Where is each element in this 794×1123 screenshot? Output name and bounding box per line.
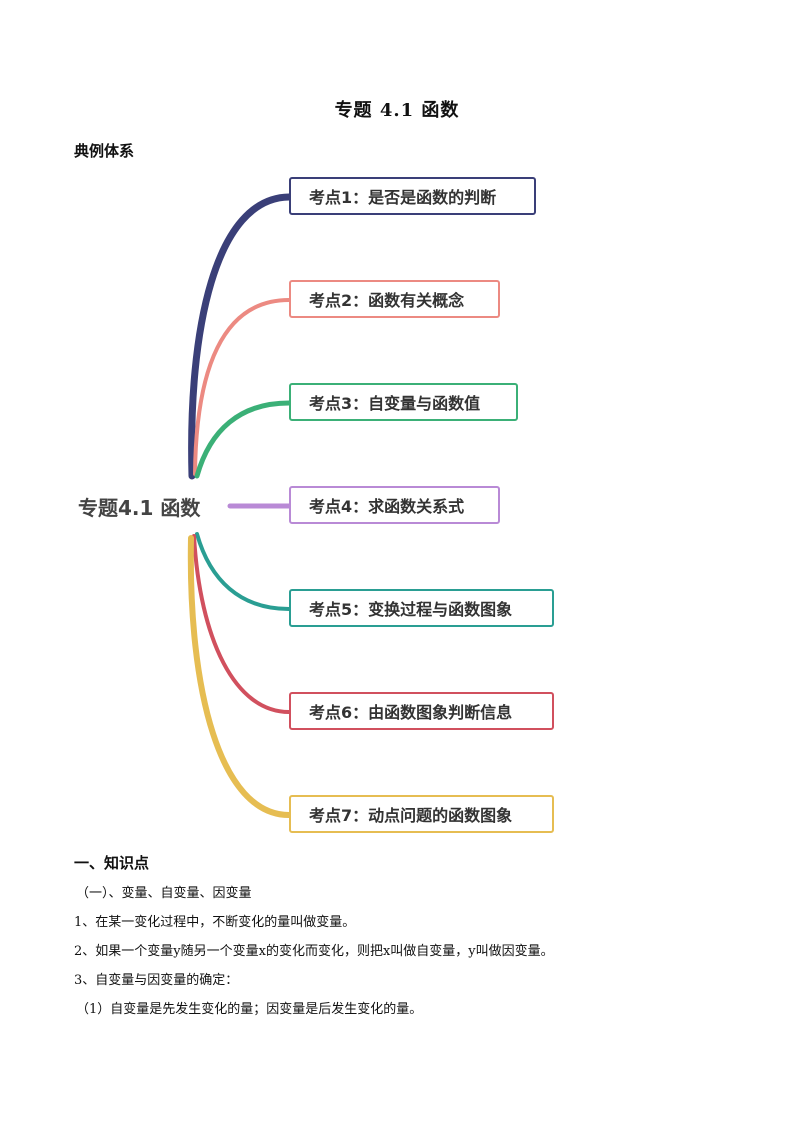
mind-map-node-6[interactable]: 考点6：由函数图象判断信息 xyxy=(289,692,554,730)
mind-map-node-5[interactable]: 考点5：变换过程与函数图象 xyxy=(289,589,554,627)
node-label: 考点6：由函数图象判断信息 xyxy=(309,703,513,722)
connector-2 xyxy=(193,298,291,476)
section-heading-system: 典例体系 xyxy=(74,142,135,160)
node-label: 考点1：是否是函数的判断 xyxy=(309,188,497,207)
node-label: 考点4：求函数关系式 xyxy=(309,497,465,516)
knowledge-line-5: （1）自变量是先发生变化的量；因变量是后发生变化的量。 xyxy=(76,1002,423,1017)
node-label: 考点3：自变量与函数值 xyxy=(309,394,481,413)
mind-map-node-4[interactable]: 考点4：求函数关系式 xyxy=(289,486,500,524)
connector-1 xyxy=(188,193,293,480)
knowledge-line-2: 1、在某一变化过程中，不断变化的量叫做变量。 xyxy=(74,915,356,930)
page-title: 专题 4.1 函数 xyxy=(334,100,460,121)
connector-6 xyxy=(192,534,291,714)
mind-map-root: 专题4.1 函数 xyxy=(78,496,201,520)
mind-map-node-3[interactable]: 考点3：自变量与函数值 xyxy=(289,383,518,421)
connector-7 xyxy=(187,535,292,818)
knowledge-line-4: 3、自变量与因变量的确定： xyxy=(74,973,239,988)
connector-5 xyxy=(195,532,291,611)
knowledge-line-3: 2、如果一个变量y随另一个变量x的变化而变化，则把x叫做自变量，y叫做因变量。 xyxy=(74,944,554,959)
node-label: 考点5：变换过程与函数图象 xyxy=(309,600,513,619)
mind-map-node-1[interactable]: 考点1：是否是函数的判断 xyxy=(289,177,536,215)
knowledge-heading: 一、知识点 xyxy=(74,854,150,872)
node-label: 考点7：动点问题的函数图象 xyxy=(309,806,513,825)
mind-map-node-2[interactable]: 考点2：函数有关概念 xyxy=(289,280,500,318)
mind-map-connectors xyxy=(187,193,293,818)
knowledge-line-1: （一）、变量、自变量、因变量 xyxy=(76,886,252,901)
mind-map-node-7[interactable]: 考点7：动点问题的函数图象 xyxy=(289,795,554,833)
connector-3 xyxy=(194,400,292,479)
node-label: 考点2：函数有关概念 xyxy=(309,291,465,310)
